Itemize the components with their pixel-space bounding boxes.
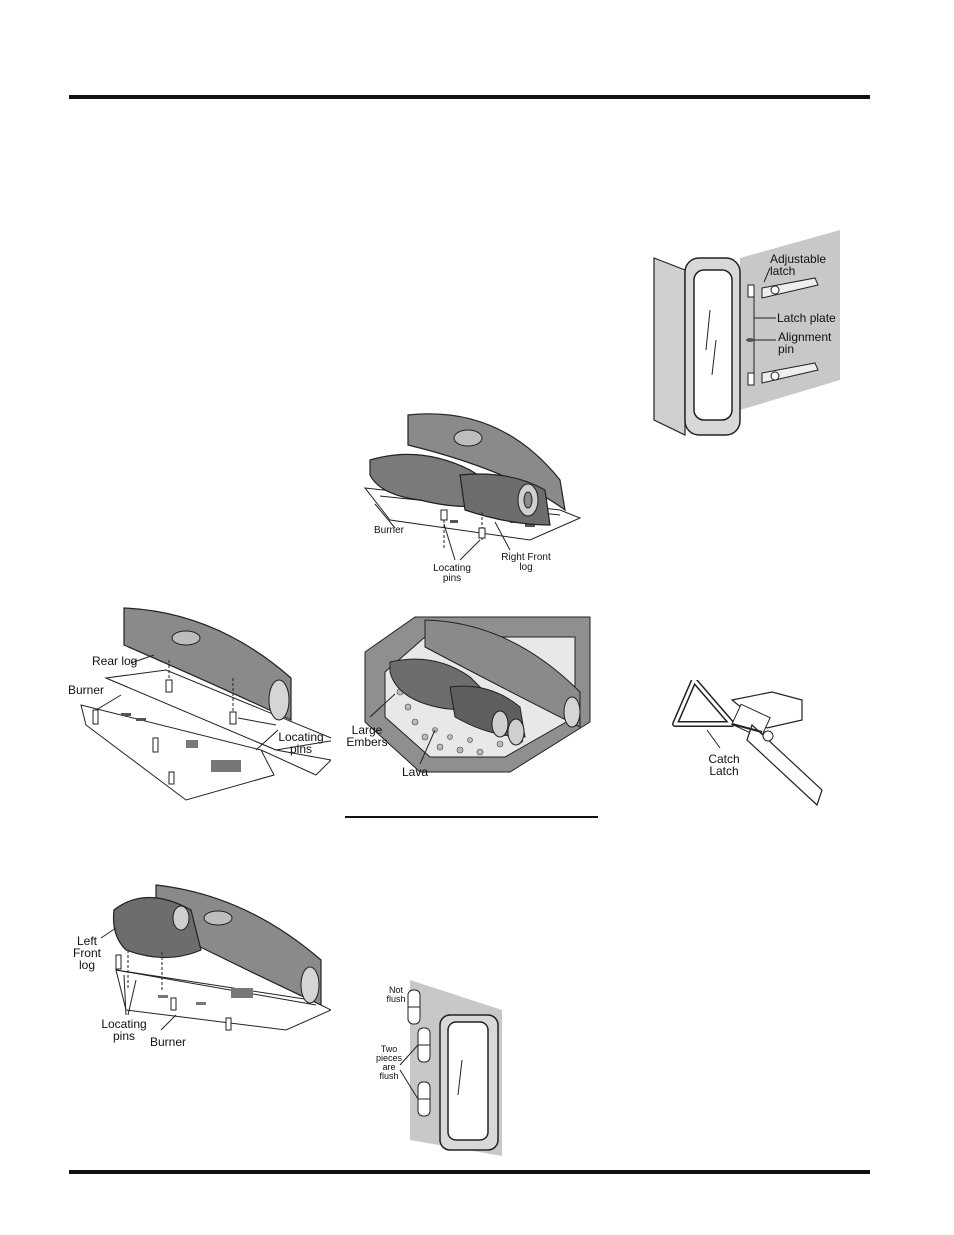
flush-hinge-figure: Not flush Two pieces are flush [370,980,502,1156]
alignment-pin-label: Alignment pin [778,331,831,355]
adjustable-latch-label-line2: latch [770,265,826,277]
locating-pins-label: Locating pins [428,564,476,584]
locating-pins-label: Locating pins [271,731,331,755]
burner-label: Burner [374,526,404,536]
lava-label: Lava [402,766,428,778]
catch-latch-figure: Catch Latch [672,680,834,810]
adjustable-latch-label: Adjustable latch [770,253,826,277]
burner-label: Burner [150,1036,186,1048]
section-divider-rule [345,816,598,818]
left-front-log-figure: Left Front log Locating pins Burner [66,880,331,1080]
right-front-log-figure: Burner Locating pins Right Front log [360,400,590,590]
latch-plate-label: Latch plate [777,312,836,324]
locating-pins-label-line2: pins [271,743,331,755]
two-pieces-flush-label-line4: flush [370,1072,408,1081]
embers-lava-figure: Large Embers Lava [340,612,602,782]
left-front-log-label-line3: log [68,959,106,971]
rear-log-label: Rear log [92,655,137,667]
catch-latch-label: Catch Latch [700,753,748,777]
catch-latch-label-line2: Latch [700,765,748,777]
right-front-log-label: Right Front log [496,553,556,573]
door-latch-figure: Adjustable latch Latch plate Alignment p… [650,230,840,438]
right-front-log-label-line2: log [496,563,556,573]
left-front-log-label: Left Front log [68,935,106,971]
large-embers-label-line2: Embers [338,736,396,748]
locating-pins-label: Locating pins [96,1018,152,1042]
two-pieces-flush-label: Two pieces are flush [370,1045,408,1081]
large-embers-label: Large Embers [338,724,396,748]
locating-pins-label-line2: pins [96,1030,152,1042]
left-front-log-illustration [66,880,331,1080]
rear-log-illustration [66,600,331,805]
locating-pins-label-line2: pins [428,574,476,584]
rear-log-figure: Rear log Burner Locating pins [66,600,331,805]
footer-rule [69,1170,870,1174]
embers-lava-illustration [340,612,602,782]
not-flush-label-line2: flush [380,995,412,1004]
header-rule [69,95,870,99]
catch-latch-illustration [672,680,834,810]
alignment-pin-label-line2: pin [778,343,831,355]
burner-label: Burner [68,684,104,696]
not-flush-label: Not flush [380,986,412,1004]
